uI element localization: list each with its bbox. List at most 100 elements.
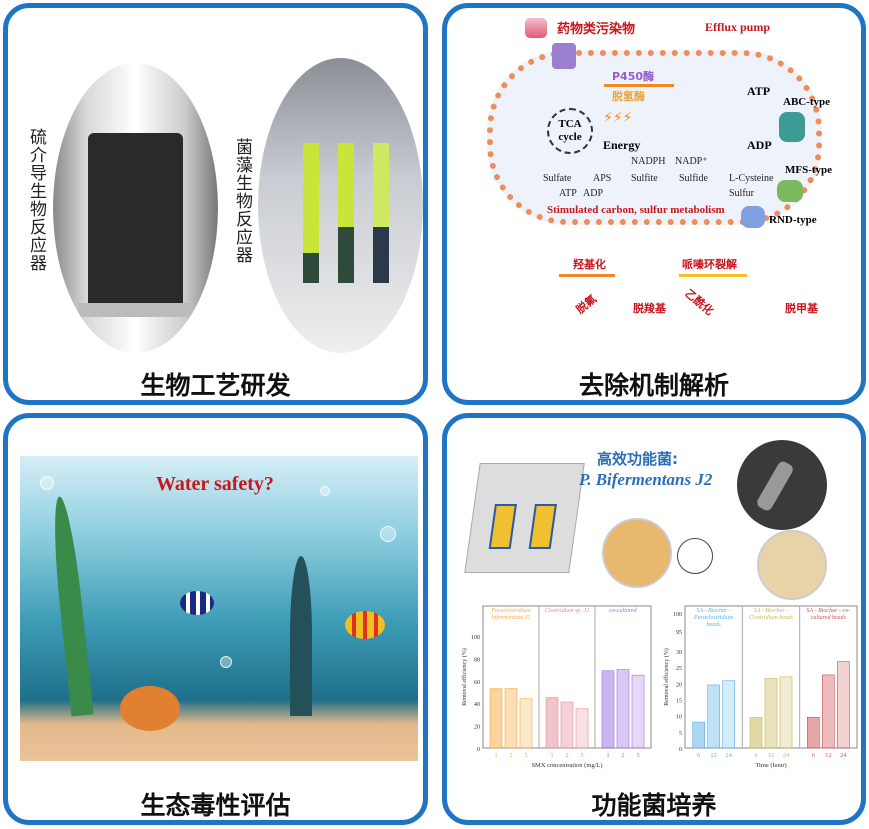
x-tick-label: 24 — [725, 752, 732, 759]
y-tick-label: 30 — [676, 650, 682, 656]
magnifier-bacteria — [677, 538, 713, 574]
x-tick-label: 12 — [825, 752, 832, 759]
y-tick-label: 100 — [673, 612, 682, 618]
sea-urchin — [120, 686, 180, 731]
sem-image — [737, 440, 827, 530]
sulfur-reactor-label: 硫介导生物反应器 — [26, 128, 46, 272]
transporter-icon — [552, 43, 576, 69]
y-tick-label: 0 — [477, 747, 480, 753]
bar — [722, 680, 735, 749]
panel-bioprocess: 硫介导生物反应器 菌藻生物反应器 生物工艺研发 — [3, 3, 428, 405]
arrow — [604, 84, 674, 87]
panel-title: 生物工艺研发 — [140, 371, 291, 400]
adp-label: ADP — [747, 138, 772, 152]
y-axis-label: Removal efficiency (%) — [663, 648, 670, 706]
atp-label: ATP — [747, 84, 771, 98]
bar — [616, 669, 630, 749]
atp-small-label: ATP — [559, 188, 577, 199]
y-tick-label: 20 — [474, 725, 480, 731]
aps-label: APS — [593, 173, 612, 184]
nadp-label: NADP⁺ — [675, 156, 708, 167]
fish-icon — [345, 611, 385, 639]
panel-mechanism: 药物类污染物 Efflux pump P450酶 脱氢酶 TCA cycle ⚡… — [442, 3, 866, 405]
panel-title: 去除机制解析 — [578, 371, 729, 400]
y-tick-label: 60 — [474, 680, 480, 686]
tca-label: TCA cycle — [558, 118, 582, 143]
y-tick-label: 95 — [676, 630, 682, 636]
mfs-transporter-icon — [777, 180, 803, 202]
y-tick-label: 40 — [474, 702, 480, 708]
x-tick-label: 24 — [783, 752, 790, 759]
abc-transporter-icon — [779, 112, 805, 142]
x-tick-label: 5 — [636, 752, 639, 759]
y-tick-label: 5 — [679, 731, 682, 737]
abc-type-label: ABC-type — [783, 96, 831, 108]
x-tick-label: 12 — [710, 752, 717, 759]
x-tick-label: 5 — [580, 752, 583, 759]
y-tick-label: 10 — [676, 715, 682, 721]
bar — [822, 674, 835, 749]
panel-title: 生态毒性评估 — [140, 791, 291, 820]
water-safety-label: Water safety? — [156, 473, 274, 495]
algae-reactor-label: 菌藻生物反应器 — [232, 138, 252, 264]
bar — [692, 721, 705, 749]
group-label: Paraclostridium bifermentans J2 — [491, 608, 531, 621]
strain-heading: 高效功能菌: — [597, 450, 678, 468]
y-tick-label: 100 — [471, 635, 480, 641]
pill-icon — [525, 18, 547, 38]
underwater-illustration — [20, 456, 418, 761]
bar — [764, 678, 778, 749]
strain-name: P. Bifermentans J2 — [579, 470, 713, 489]
x-tick-label: 2 — [621, 752, 624, 759]
bar — [545, 697, 559, 749]
energy-icon: ⚡⚡⚡ — [603, 110, 633, 126]
bar — [504, 688, 518, 749]
x-axis-label: Time (hour) — [755, 762, 786, 769]
bioreactor-array — [464, 463, 585, 573]
pathway-demethylation: 脱甲基 — [785, 302, 818, 315]
dehydrogenase-label: 脱氢酶 — [612, 90, 645, 103]
algae-bioreactor-photo — [258, 58, 423, 353]
p450-label: P450酶 — [612, 70, 655, 83]
group-label: co-cultured — [609, 608, 637, 614]
sulfite-label: Sulfite — [631, 173, 658, 184]
x-axis-label: SMX concentration (mg/L) — [531, 762, 602, 769]
bar — [779, 676, 793, 749]
energy-label: Energy — [603, 138, 641, 152]
x-tick-label: 5 — [524, 752, 527, 759]
bar — [575, 708, 589, 749]
bar — [631, 674, 645, 749]
bar — [489, 688, 503, 749]
rnd-transporter-icon — [741, 206, 765, 228]
group-label: Clostridium sp. J2 — [544, 608, 590, 614]
group-label: SA - Biochar - Clostridium beads — [748, 608, 794, 621]
pathway-hydroxylation: 羟基化 — [573, 258, 606, 271]
pathway-piperazine-cleavage: 哌嗪环裂解 — [682, 258, 737, 271]
y-tick-label: 80 — [474, 657, 480, 663]
bar — [707, 684, 720, 749]
inhibition-plate — [757, 530, 827, 600]
pollutant-label: 药物类污染物 — [557, 22, 636, 37]
y-axis-label: Removal efficiency (%) — [461, 648, 468, 706]
x-tick-label: 1 — [494, 752, 497, 759]
petri-dish — [602, 518, 672, 588]
bar — [807, 716, 820, 749]
group-label: SA - Biochar - co-cultured beads — [806, 608, 851, 621]
x-tick-label: 12 — [768, 752, 775, 759]
pathway-defluorination: 脱氟 — [573, 292, 599, 317]
adp-small-label: ADP — [583, 188, 604, 199]
y-tick-label: 0 — [679, 747, 682, 753]
y-tick-label: 20 — [676, 682, 682, 688]
pathway-acetylation: 乙酰化 — [682, 286, 716, 318]
x-tick-label: 6 — [812, 752, 816, 759]
panel-title: 功能菌培养 — [591, 791, 717, 820]
panel-ecotoxicity: Water safety? 生态毒性评估 — [3, 413, 428, 825]
nadph-label: NADPH — [631, 156, 666, 167]
x-tick-label: 1 — [550, 752, 553, 759]
y-tick-label: 15 — [676, 699, 682, 705]
bar — [749, 717, 763, 749]
cell-membrane — [487, 50, 822, 225]
sulfate-label: Sulfate — [543, 173, 572, 184]
